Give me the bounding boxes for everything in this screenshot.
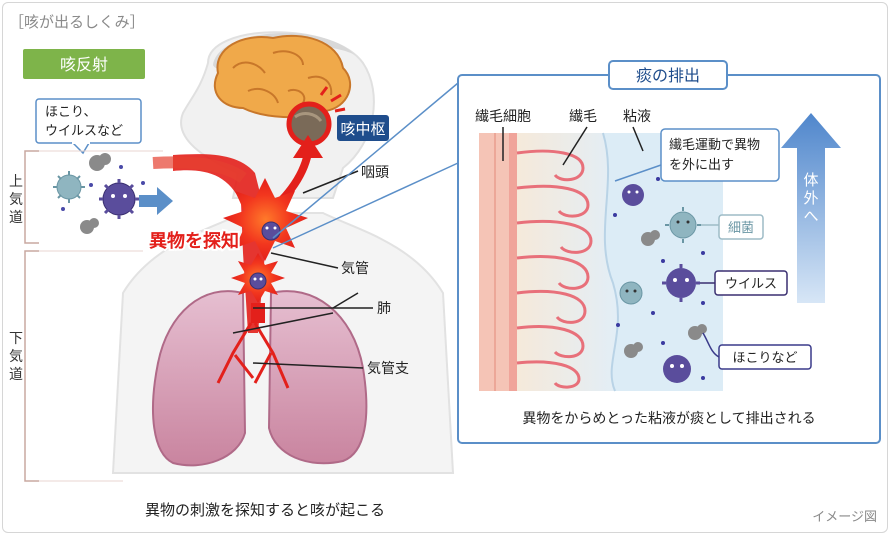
cough-mechanism-diagram: ［咳が出るしくみ］ 咳中枢 bbox=[9, 13, 881, 525]
inhale-arrow bbox=[139, 187, 173, 215]
svg-text:繊毛運動で異物: 繊毛運動で異物 bbox=[669, 137, 760, 153]
left-caption: 異物の刺激を探知すると咳が起こる bbox=[145, 501, 385, 519]
cough-center-label: 咳中枢 bbox=[337, 115, 389, 141]
virus-icon bbox=[663, 355, 691, 383]
cilia-label: 繊毛 bbox=[569, 109, 597, 125]
svg-text:細菌: 細菌 bbox=[728, 221, 754, 236]
svg-text:咳中枢: 咳中枢 bbox=[340, 120, 385, 138]
detect-label: 異物を探知 bbox=[149, 230, 239, 252]
virus-icon bbox=[622, 184, 644, 206]
dust-icon bbox=[61, 153, 145, 234]
reflex-badge: 咳反射 bbox=[23, 49, 145, 79]
detail-panel-title: 痰の排出 bbox=[608, 60, 728, 90]
dust-legend: ほこりなど bbox=[702, 332, 812, 370]
virus-icon bbox=[249, 272, 267, 290]
svg-text:気: 気 bbox=[9, 349, 23, 365]
svg-text:を外に出す: を外に出す bbox=[669, 158, 734, 173]
bacteria-icon bbox=[53, 171, 85, 203]
bacteria-icon bbox=[665, 207, 701, 243]
svg-text:ほこり、: ほこり、 bbox=[45, 105, 96, 120]
zoom-guides bbox=[272, 82, 459, 249]
particle-dots bbox=[613, 177, 705, 380]
bacteria-legend: 細菌 bbox=[701, 214, 764, 240]
svg-text:ほこりなど: ほこりなど bbox=[732, 351, 797, 366]
svg-text:体: 体 bbox=[803, 171, 818, 189]
svg-text:咳反射: 咳反射 bbox=[60, 55, 108, 74]
virus-icon bbox=[99, 179, 139, 219]
right-caption: 異物をからめとった粘液が痰として排出される bbox=[522, 411, 815, 427]
pharynx-label: 咽頭 bbox=[361, 165, 389, 181]
trachea-label: 気管 bbox=[341, 261, 369, 277]
virus-icon bbox=[662, 264, 700, 302]
lungs bbox=[152, 290, 368, 467]
brain bbox=[213, 34, 352, 119]
lower-airway-bracket: 下 気 道 bbox=[9, 250, 39, 482]
virus-legend: ウイルス bbox=[700, 270, 788, 296]
cilia-cell-label: 繊毛細胞 bbox=[475, 109, 531, 125]
svg-text:道: 道 bbox=[9, 367, 23, 383]
cilia-strands bbox=[516, 149, 593, 389]
signal-arrowhead bbox=[293, 135, 323, 158]
page-title: ［咳が出るしくみ］ bbox=[9, 13, 145, 31]
mucus-label: 粘液 bbox=[623, 109, 651, 125]
svg-text:へ: へ bbox=[803, 207, 818, 225]
svg-text:外: 外 bbox=[803, 189, 818, 207]
upper-airway-bracket: 上 気 道 bbox=[9, 150, 39, 244]
svg-text:痰の排出: 痰の排出 bbox=[636, 66, 700, 85]
bacteria-icon bbox=[619, 281, 643, 305]
svg-text:ウイルス: ウイルス bbox=[725, 277, 777, 292]
svg-text:下: 下 bbox=[9, 331, 23, 347]
outward-arrow: 体 外 へ bbox=[781, 113, 841, 303]
image-note: イメージ図 bbox=[812, 510, 877, 525]
lung-label: 肺 bbox=[377, 301, 391, 317]
svg-text:気: 気 bbox=[9, 192, 23, 208]
svg-text:道: 道 bbox=[9, 210, 23, 226]
virus-icon bbox=[261, 221, 281, 241]
foreign-matter-callout: ほこり、 ウイルスなど bbox=[35, 98, 142, 155]
svg-text:上: 上 bbox=[9, 174, 23, 190]
dust-icon bbox=[641, 230, 660, 246]
bronchi-label: 気管支 bbox=[367, 361, 409, 377]
svg-text:ウイルスなど: ウイルスなど bbox=[45, 124, 123, 139]
dust-icon bbox=[624, 324, 707, 358]
cilia-motion-callout: 繊毛運動で異物 を外に出す bbox=[614, 128, 780, 182]
